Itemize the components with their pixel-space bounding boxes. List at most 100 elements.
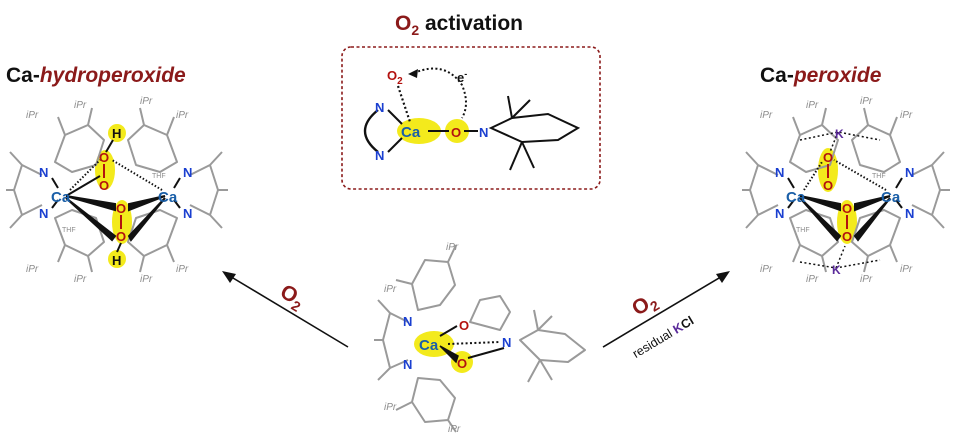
right-aryl-tr xyxy=(851,107,901,173)
start-ca: Ca xyxy=(419,337,439,354)
left-thf-1: THF xyxy=(62,227,76,234)
ca-highlight xyxy=(397,118,441,144)
left-ipr-8: iPr xyxy=(140,274,153,285)
o-highlight xyxy=(445,119,469,143)
left-aryl-bl xyxy=(54,209,105,273)
right-o-2: O xyxy=(823,178,833,193)
tempo-ring xyxy=(488,112,581,144)
right-nacnac-right xyxy=(911,151,950,229)
left-ipr-7: iPr xyxy=(176,264,189,275)
left-ipr-4: iPr xyxy=(74,274,87,285)
methyl-3 xyxy=(509,141,523,171)
left-ipr-1: iPr xyxy=(26,110,39,121)
start-ca-n-dotted xyxy=(447,341,501,345)
left-ca-o-wedges-right xyxy=(127,195,166,242)
n-bottom: N xyxy=(375,148,384,163)
left-h-top: H xyxy=(112,126,121,141)
start-aryl-top xyxy=(395,244,457,311)
left-n-3: N xyxy=(183,165,192,180)
right-reagent-o2: O2 xyxy=(628,288,662,323)
right-ipr-4: iPr xyxy=(806,274,819,285)
left-oh-top-bond xyxy=(105,139,114,153)
left-o-4: O xyxy=(116,229,126,244)
o2-activation-panel: O2 activation N N Ca O N O2 e- xyxy=(341,12,601,190)
start-n-top: N xyxy=(403,314,412,329)
electron-arrowhead xyxy=(408,69,418,78)
start-o-nitroxide: O xyxy=(457,356,467,371)
k-top-contacts xyxy=(799,131,881,153)
start-ipr-1: iPr xyxy=(384,284,397,295)
h-top-highlight xyxy=(108,124,126,142)
right-aryl-br xyxy=(851,209,901,273)
right-thf-1: THF xyxy=(796,227,810,234)
right-reaction-arrow: O2 residual KCl xyxy=(602,271,730,361)
start-n-bottom: N xyxy=(403,357,412,372)
left-ca-o-hashed xyxy=(69,159,163,191)
left-ca-1: Ca xyxy=(51,189,71,206)
left-ca-2: Ca xyxy=(158,189,178,206)
left-reagent-o2: O2 xyxy=(275,280,309,315)
left-arrow-shaft xyxy=(227,274,349,348)
right-thf-2: THF xyxy=(872,173,886,180)
left-oh-bottom-bond xyxy=(116,242,122,253)
left-ca-n-bonds xyxy=(51,177,181,209)
o2-ca-dotted-bond xyxy=(396,85,412,123)
right-ipr-6: iPr xyxy=(860,96,873,107)
methyl-4 xyxy=(521,141,535,169)
start-ipr-4: iPr xyxy=(448,424,461,434)
n-top: N xyxy=(375,100,384,115)
right-ca-2: Ca xyxy=(881,189,901,206)
start-aryl-bottom xyxy=(395,377,457,433)
bond-n-ca-bottom xyxy=(387,137,403,153)
right-ca-o-wedges xyxy=(799,195,842,242)
residual-kcl-label: residual KCl xyxy=(630,314,696,361)
left-thf-2: THF xyxy=(152,173,166,180)
start-ca-othf-bond xyxy=(439,325,458,337)
ca-label: Ca xyxy=(401,124,421,141)
o-label: O xyxy=(451,125,461,140)
right-ipr-8: iPr xyxy=(860,274,873,285)
left-o-3: O xyxy=(116,201,126,216)
o2-label: O2 xyxy=(387,68,403,87)
right-o-3: O xyxy=(842,201,852,216)
start-ca-o-wedge xyxy=(439,345,459,364)
ca-peroxide-product: Ca-peroxide K K N N N N iPr iPr iPr iPr … xyxy=(742,64,950,285)
right-aryl-tl xyxy=(789,107,839,173)
right-o-4: O xyxy=(842,229,852,244)
o2-activation-title: O2 activation xyxy=(395,12,523,38)
start-thf-ring xyxy=(469,295,511,331)
left-n-4: N xyxy=(183,206,192,221)
methyl-1 xyxy=(507,95,513,119)
start-o-n-bond xyxy=(467,347,505,359)
bond-n-ca-top xyxy=(387,109,403,125)
left-nacnac-right xyxy=(189,151,228,229)
right-ipr-3: iPr xyxy=(760,264,773,275)
left-h-bottom: H xyxy=(112,253,121,268)
left-ipr-2: iPr xyxy=(74,100,87,111)
right-n-3: N xyxy=(905,165,914,180)
right-n-4: N xyxy=(905,206,914,221)
left-ipr-3: iPr xyxy=(26,264,39,275)
left-ca-o-wedges xyxy=(65,175,117,242)
right-nacnac-left xyxy=(742,151,779,229)
h-bottom-highlight xyxy=(108,250,126,268)
k-bottom: K xyxy=(832,263,841,277)
left-n-2: N xyxy=(39,206,48,221)
start-n-amide: N xyxy=(502,335,511,350)
right-arrowhead xyxy=(716,271,730,283)
left-ipr-6: iPr xyxy=(140,96,153,107)
start-ipr-2: iPr xyxy=(446,242,459,253)
peroxide-title: Ca-peroxide xyxy=(760,64,882,87)
right-n-2: N xyxy=(775,206,784,221)
right-aryl-bl xyxy=(789,209,839,273)
right-arrow-shaft xyxy=(602,274,725,348)
right-ca-o-wedges-right xyxy=(853,195,891,242)
hydroperoxide-title: Ca-hydroperoxide xyxy=(6,64,186,87)
methyl-2 xyxy=(511,99,531,119)
left-aryl-br xyxy=(127,209,178,273)
start-tempo xyxy=(519,309,586,383)
right-o-1: O xyxy=(823,150,833,165)
electron-transfer-arc xyxy=(413,67,467,119)
right-ca-n-bonds xyxy=(787,177,903,209)
left-reaction-arrow: O2 xyxy=(222,271,349,348)
